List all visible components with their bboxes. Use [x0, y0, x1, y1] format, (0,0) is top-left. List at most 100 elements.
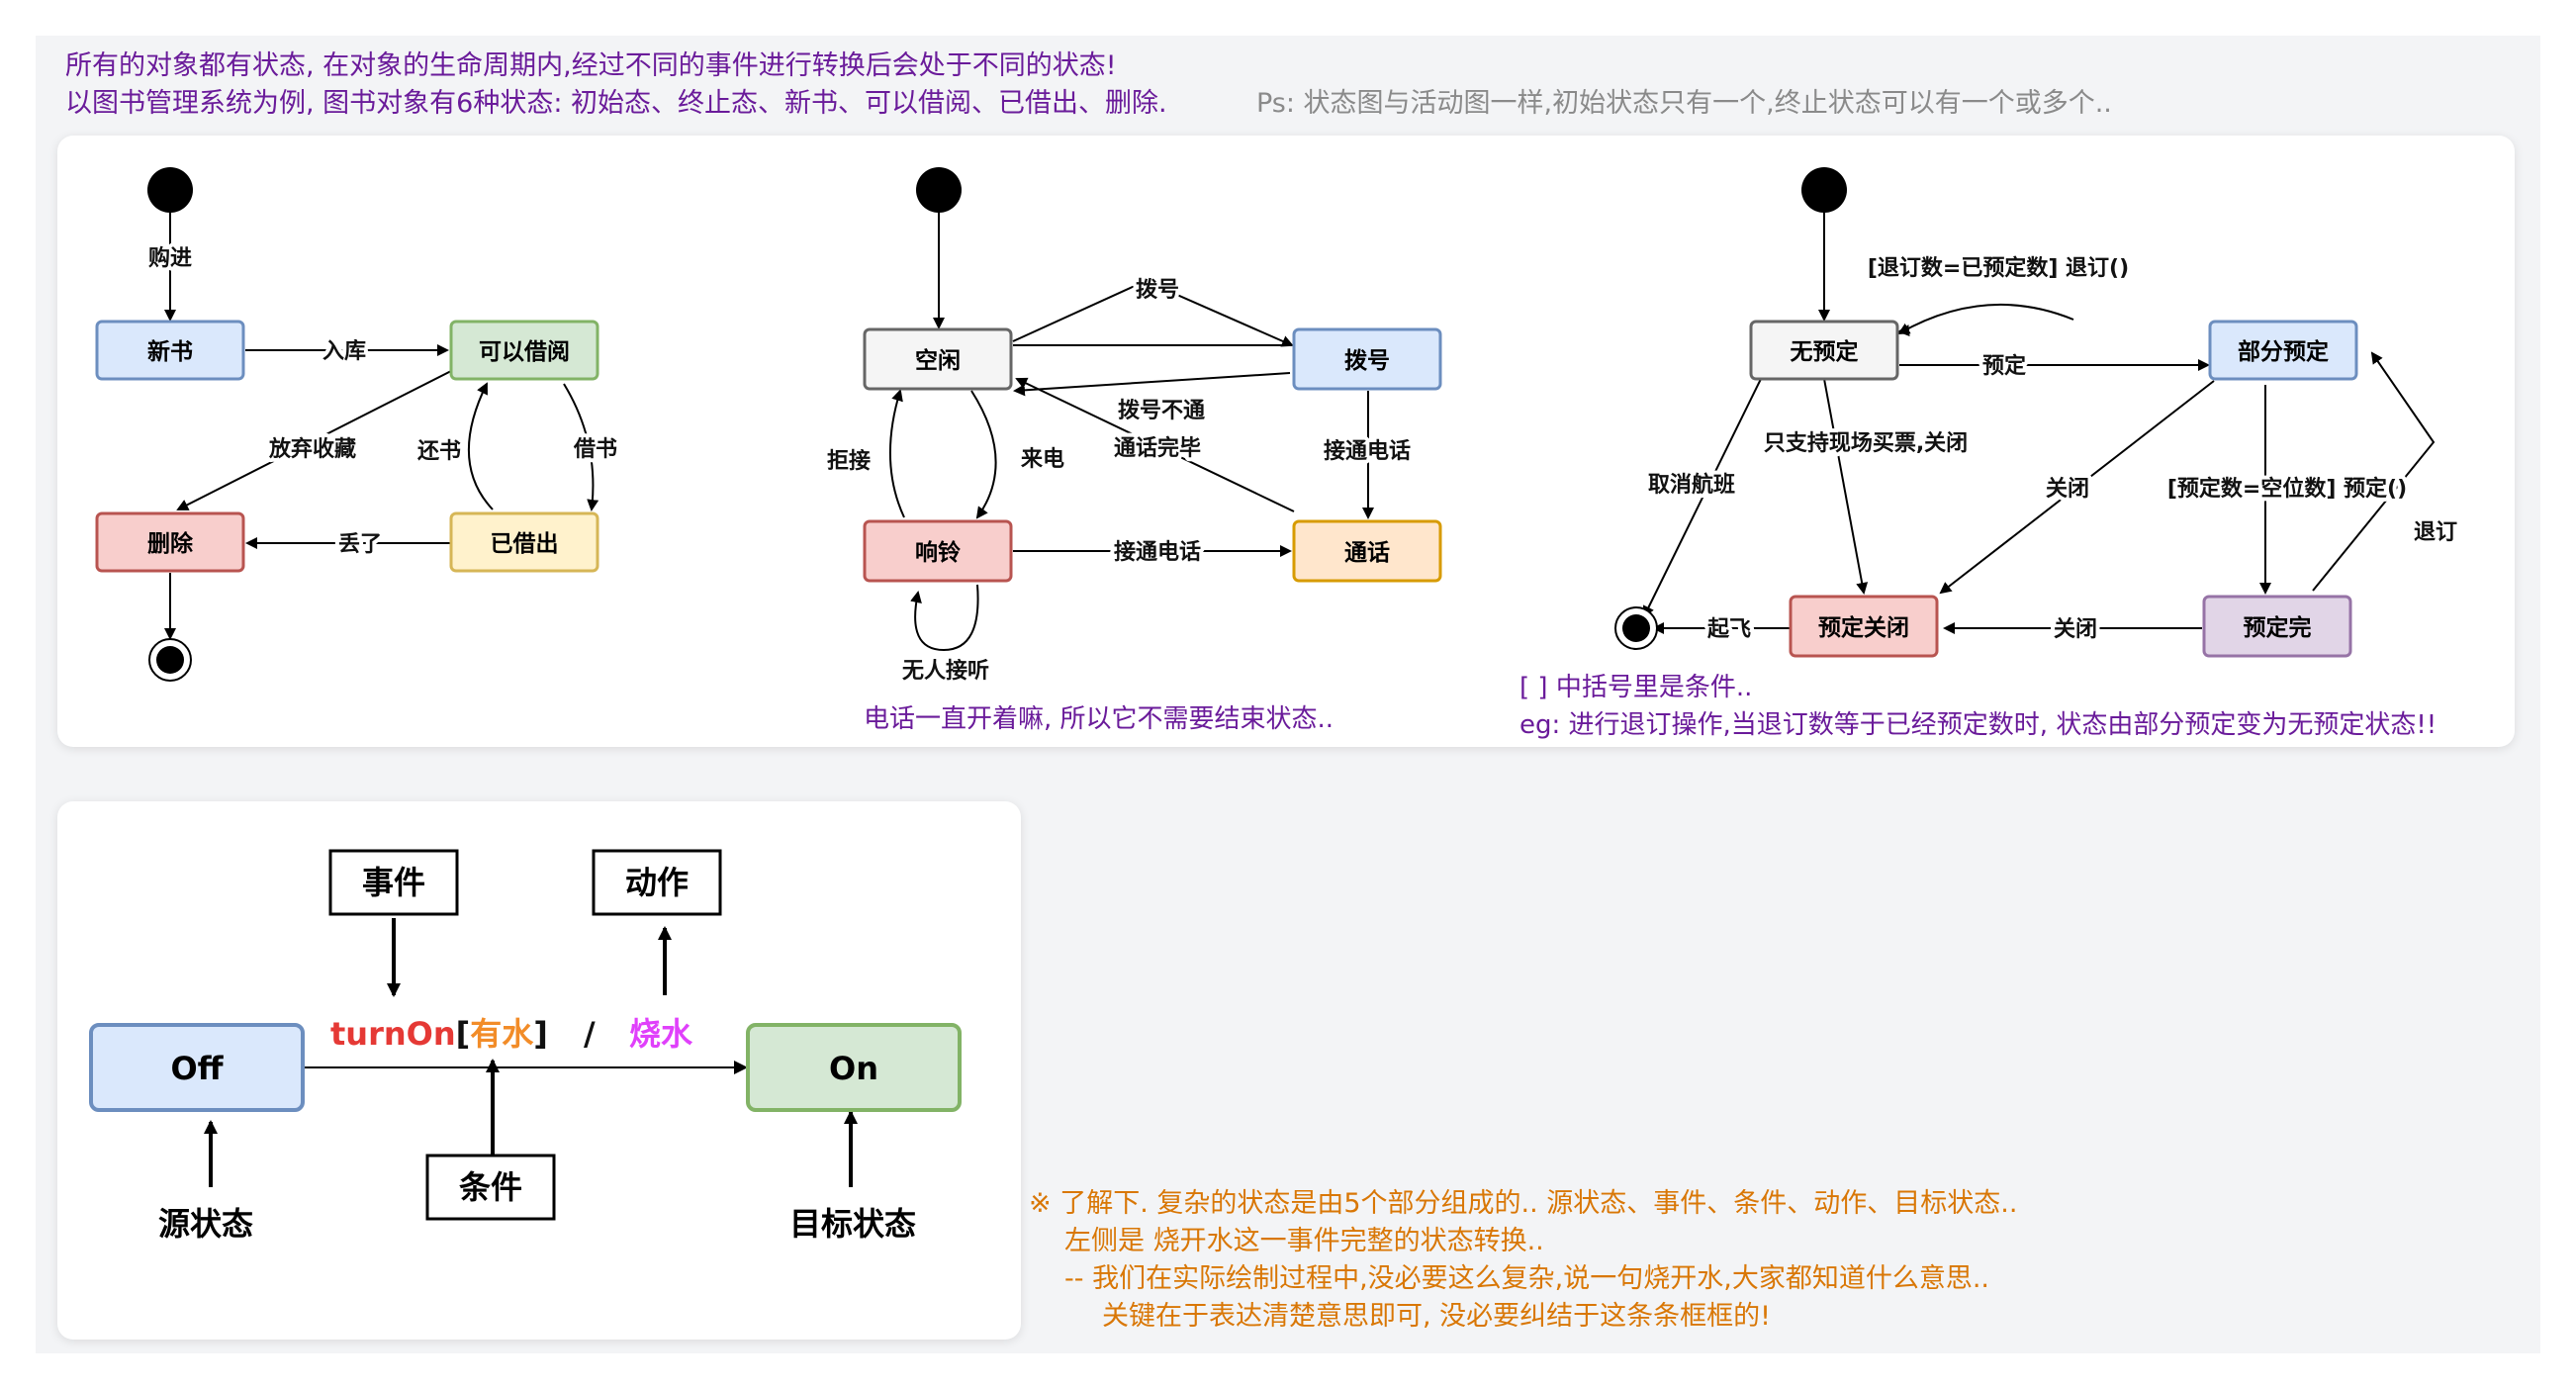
flight-edge-cancelflight — [1643, 378, 1762, 618]
phone-state-dialing: 拨号 — [1292, 327, 1442, 391]
phone-edge-done — [1015, 377, 1295, 512]
anatomy-card: 事件 动作 条件 Off On turnOn[有水] / 烧水 源状态 目标状态 — [57, 801, 1021, 1340]
source-state-caption: 源状态 — [158, 1205, 253, 1243]
source-state-off: Off — [89, 1023, 305, 1112]
book-state-borrowed-label: 已借出 — [491, 531, 559, 557]
phone-event-dial: 拨号 — [1136, 278, 1179, 303]
flight-state-closed: 预定关闭 — [1789, 595, 1939, 658]
book-event-buy: 购进 — [148, 245, 192, 271]
flight-event-takeoff: 起飞 — [1706, 617, 1751, 642]
phone-edge-incoming — [970, 390, 997, 519]
bottom-note-line-4: 关键在于表达清楚意思即可, 没必要纠结于这条条框框的! — [1102, 1301, 1771, 1332]
bottom-note-line-1: ※ 了解下. 复杂的状态是由5个部分组成的.. 源状态、事件、条件、动作、目标状… — [1029, 1188, 2018, 1219]
phone-event-reject: 拒接 — [827, 449, 871, 474]
phone-state-ringing: 响铃 — [863, 519, 1013, 583]
flight-initial-node — [1801, 167, 1847, 213]
flight-state-none-label: 无预定 — [1791, 338, 1859, 365]
book-initial-node — [147, 167, 193, 213]
flight-edge-onsite — [1823, 378, 1869, 595]
source-state-label: Off — [170, 1050, 224, 1087]
flight-edge-cancel-ignored-3 — [1899, 322, 2070, 333]
action-text: 烧水 — [629, 1015, 693, 1053]
flight-event-onsite: 只支持现场买票,关闭 — [1764, 431, 1968, 456]
phone-event-done: 通话完毕 — [1114, 435, 1201, 461]
intro-line-1: 所有的对象都有状态, 在对象的生命周期内,经过不同的事件进行转换后会处于不同的状… — [65, 50, 1117, 81]
flight-note-2: eg: 进行退订操作,当退订数等于已经预定数时, 状态由部分预定变为无预定状态!… — [1519, 710, 2437, 740]
bottom-note-line-3: -- 我们在实际绘制过程中,没必要这么复杂,说一句烧开水,大家都知道什么意思.. — [1064, 1263, 1989, 1294]
condition-box: 条件 — [425, 1154, 556, 1221]
phone-state-idle-label: 空闲 — [915, 347, 961, 374]
phone-event-noanswer: 无人接听 — [902, 659, 989, 684]
intro-line-2: 以图书管理系统为例, 图书对象有6种状态: 初始态、终止态、新书、可以借阅、已借… — [65, 88, 1167, 119]
transition-label: turnOn[有水] — [330, 1015, 548, 1053]
bracket-close: ] — [533, 1015, 548, 1053]
book-final-node-core — [156, 646, 184, 674]
book-state-delete-label: 删除 — [147, 530, 194, 557]
phone-initial-node — [916, 167, 962, 213]
flight-note-1: [ ] 中括号里是条件.. — [1519, 673, 1752, 702]
phone-edge-reject — [889, 389, 905, 518]
book-event-return: 还书 — [416, 439, 461, 464]
flight-state-closed-label: 预定关闭 — [1818, 614, 1909, 641]
event-name-text: turnOn — [330, 1015, 456, 1053]
phone-edge-noanswer — [910, 584, 979, 652]
book-state-borrowed: 已借出 — [449, 511, 599, 573]
book-event-borrow: 借书 — [573, 437, 617, 462]
flight-state-partial: 部分预定 — [2208, 320, 2358, 381]
phone-event-fail: 拨号不通 — [1118, 399, 1205, 423]
flight-edge-refund — [2312, 351, 2436, 592]
phone-state-talking-label: 通话 — [1344, 540, 1390, 566]
book-state-borrowable: 可以借阅 — [449, 320, 599, 381]
action-box-label: 动作 — [625, 864, 689, 901]
book-edge-abandon — [176, 369, 454, 510]
book-event-lost: 丢了 — [338, 532, 382, 557]
phone-note: 电话一直开着嘛, 所以它不需要结束状态.. — [864, 704, 1334, 734]
phone-event-connect-ring: 接通电话 — [1114, 540, 1201, 565]
phone-event-incoming: 来电 — [1020, 447, 1064, 472]
target-state-on: On — [746, 1023, 962, 1112]
book-state-borrowable-label: 可以借阅 — [479, 339, 570, 365]
phone-state-idle: 空闲 — [863, 327, 1013, 391]
book-edge-return — [467, 382, 494, 510]
top-diagram-card: 新书 可以借阅 删除 已借出 空闲 拨号 响铃 通话 无预定 部分预定 预定关闭 — [57, 136, 2515, 747]
flight-event-fullcond: [预定数=空位数] 预定() — [2167, 476, 2407, 502]
phone-state-talking: 通话 — [1292, 519, 1442, 583]
phone-edge-fail — [1013, 372, 1291, 397]
bottom-note-line-2: 左侧是 烧开水这一事件完整的状态转换.. — [1064, 1226, 1544, 1256]
flight-state-partial-label: 部分预定 — [2238, 338, 2329, 365]
slash-text: / — [584, 1015, 596, 1053]
flight-edge-close-partial — [1939, 380, 2215, 595]
flight-state-none: 无预定 — [1749, 320, 1899, 381]
event-box-label: 事件 — [362, 864, 425, 901]
phone-state-dialing-label: 拨号 — [1344, 348, 1390, 374]
book-state-new-label: 新书 — [147, 338, 193, 365]
bracket-open: [ — [456, 1015, 471, 1053]
flight-edge-cancel — [1897, 324, 1910, 337]
flight-event-reserve: 预定 — [1982, 353, 2026, 379]
book-event-instock: 入库 — [322, 339, 366, 364]
book-edge-borrow — [563, 383, 599, 511]
condition-text: 有水 — [470, 1015, 534, 1053]
flight-edge-cancel-refund — [1897, 303, 2074, 334]
flight-event-close-full: 关闭 — [2054, 617, 2097, 642]
flight-state-full: 预定完 — [2202, 595, 2352, 658]
action-box: 动作 — [592, 849, 722, 916]
flight-final-node-core — [1622, 614, 1650, 642]
anatomy-svg: 事件 动作 条件 Off On turnOn[有水] / 烧水 源状态 目标状态 — [89, 849, 962, 1243]
intro-ps-note: Ps: 状态图与活动图一样,初始状态只有一个,终止状态可以有一个或多个.. — [1256, 88, 2112, 119]
flight-event-refund: 退订 — [2414, 520, 2457, 545]
book-state-delete: 删除 — [95, 511, 245, 573]
phone-state-ringing-label: 响铃 — [915, 539, 961, 566]
event-box: 事件 — [328, 849, 459, 916]
flight-event-close-partial: 关闭 — [2046, 477, 2089, 502]
flight-event-cancelcond: [退订数=已预定数] 退订() — [1868, 255, 2129, 281]
phone-edge-dial — [1012, 279, 1294, 347]
target-state-label: On — [829, 1050, 878, 1087]
book-state-new: 新书 — [95, 320, 245, 381]
flight-state-full-label: 预定完 — [2244, 614, 2312, 641]
condition-box-label: 条件 — [459, 1168, 522, 1206]
target-state-caption: 目标状态 — [789, 1205, 916, 1243]
state-diagrams-svg: 新书 可以借阅 删除 已借出 空闲 拨号 响铃 通话 无预定 部分预定 预定关闭 — [95, 167, 2461, 740]
book-event-abandon: 放弃收藏 — [268, 436, 356, 462]
phone-event-connect-dialing: 接通电话 — [1324, 439, 1411, 464]
